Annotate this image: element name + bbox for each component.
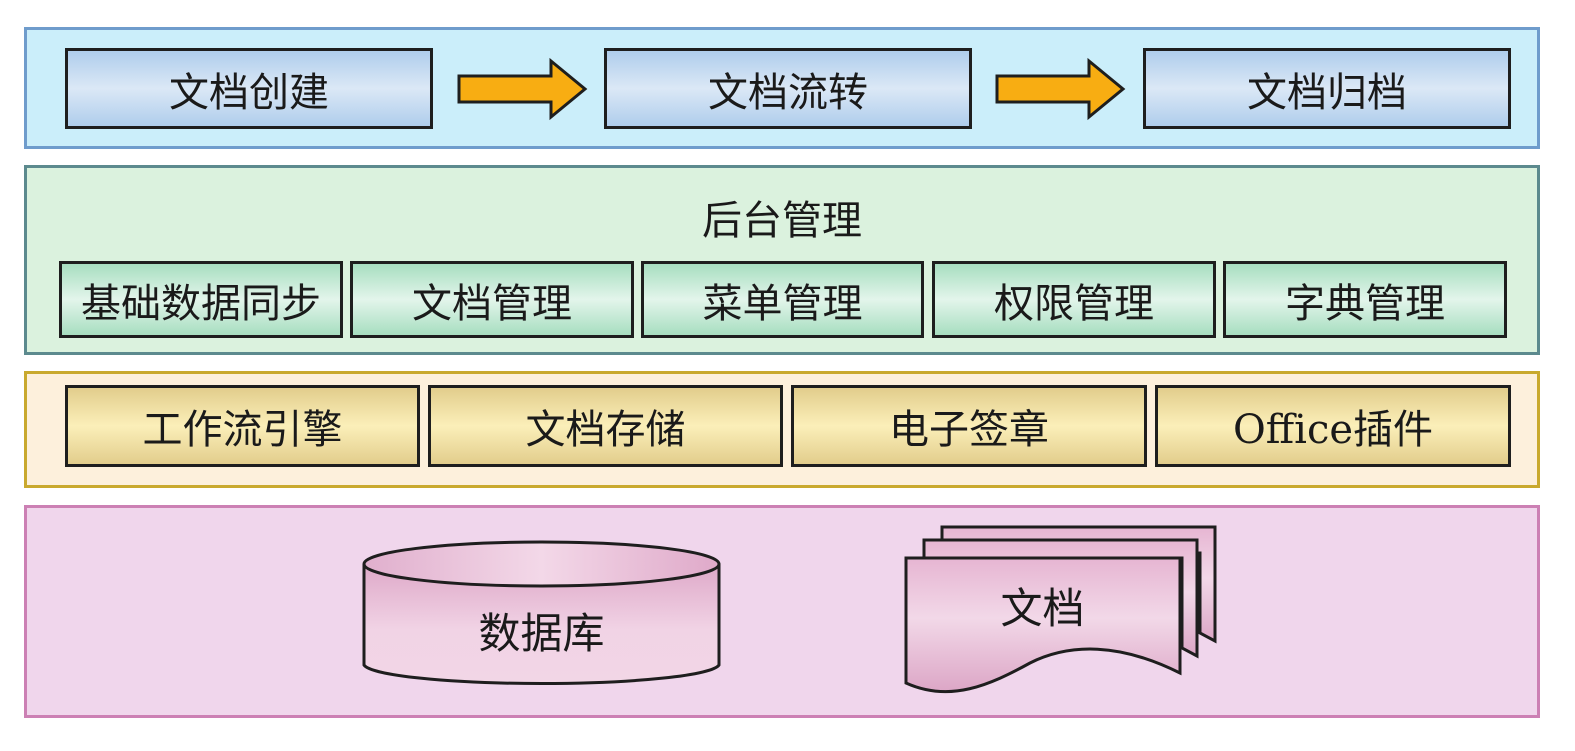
database-cylinder-icon — [362, 540, 721, 686]
component-label: 工作流引擎 — [142, 407, 343, 453]
step-box-transfer: 文档流转 — [604, 48, 972, 129]
component-box: 电子签章 — [791, 385, 1147, 467]
module-label: 权限管理 — [994, 280, 1154, 327]
component-box: 文档存储 — [428, 385, 783, 467]
module-box: 菜单管理 — [641, 261, 924, 338]
data-layer — [24, 505, 1540, 718]
documents-stack-icon — [904, 525, 1217, 694]
database-label: 数据库 — [478, 608, 605, 658]
module-box: 基础数据同步 — [59, 261, 343, 338]
module-label: 菜单管理 — [702, 280, 863, 327]
component-label: 文档存储 — [525, 407, 686, 453]
arrow-right-icon — [457, 57, 588, 121]
component-label: Office插件 — [1232, 407, 1434, 453]
database-label-wrap: 数据库 — [364, 595, 719, 665]
step-label: 文档创建 — [169, 69, 329, 116]
module-label: 文档管理 — [412, 280, 572, 327]
module-label: 字典管理 — [1285, 280, 1445, 327]
step-label: 文档流转 — [708, 69, 868, 116]
module-box: 文档管理 — [350, 261, 634, 338]
management-title: 后台管理 — [702, 198, 862, 244]
arrow-right-icon — [995, 57, 1126, 121]
component-label: 电子签章 — [889, 407, 1049, 453]
documents-label-wrap: 文档 — [905, 570, 1180, 640]
component-box: 工作流引擎 — [65, 385, 420, 467]
step-box-create: 文档创建 — [65, 48, 433, 129]
module-box: 字典管理 — [1223, 261, 1507, 338]
component-box: Office插件 — [1155, 385, 1511, 467]
step-box-archive: 文档归档 — [1143, 48, 1511, 129]
documents-label: 文档 — [1000, 583, 1085, 633]
module-box: 权限管理 — [932, 261, 1216, 338]
step-label: 文档归档 — [1247, 69, 1407, 116]
module-label: 基础数据同步 — [81, 280, 321, 327]
